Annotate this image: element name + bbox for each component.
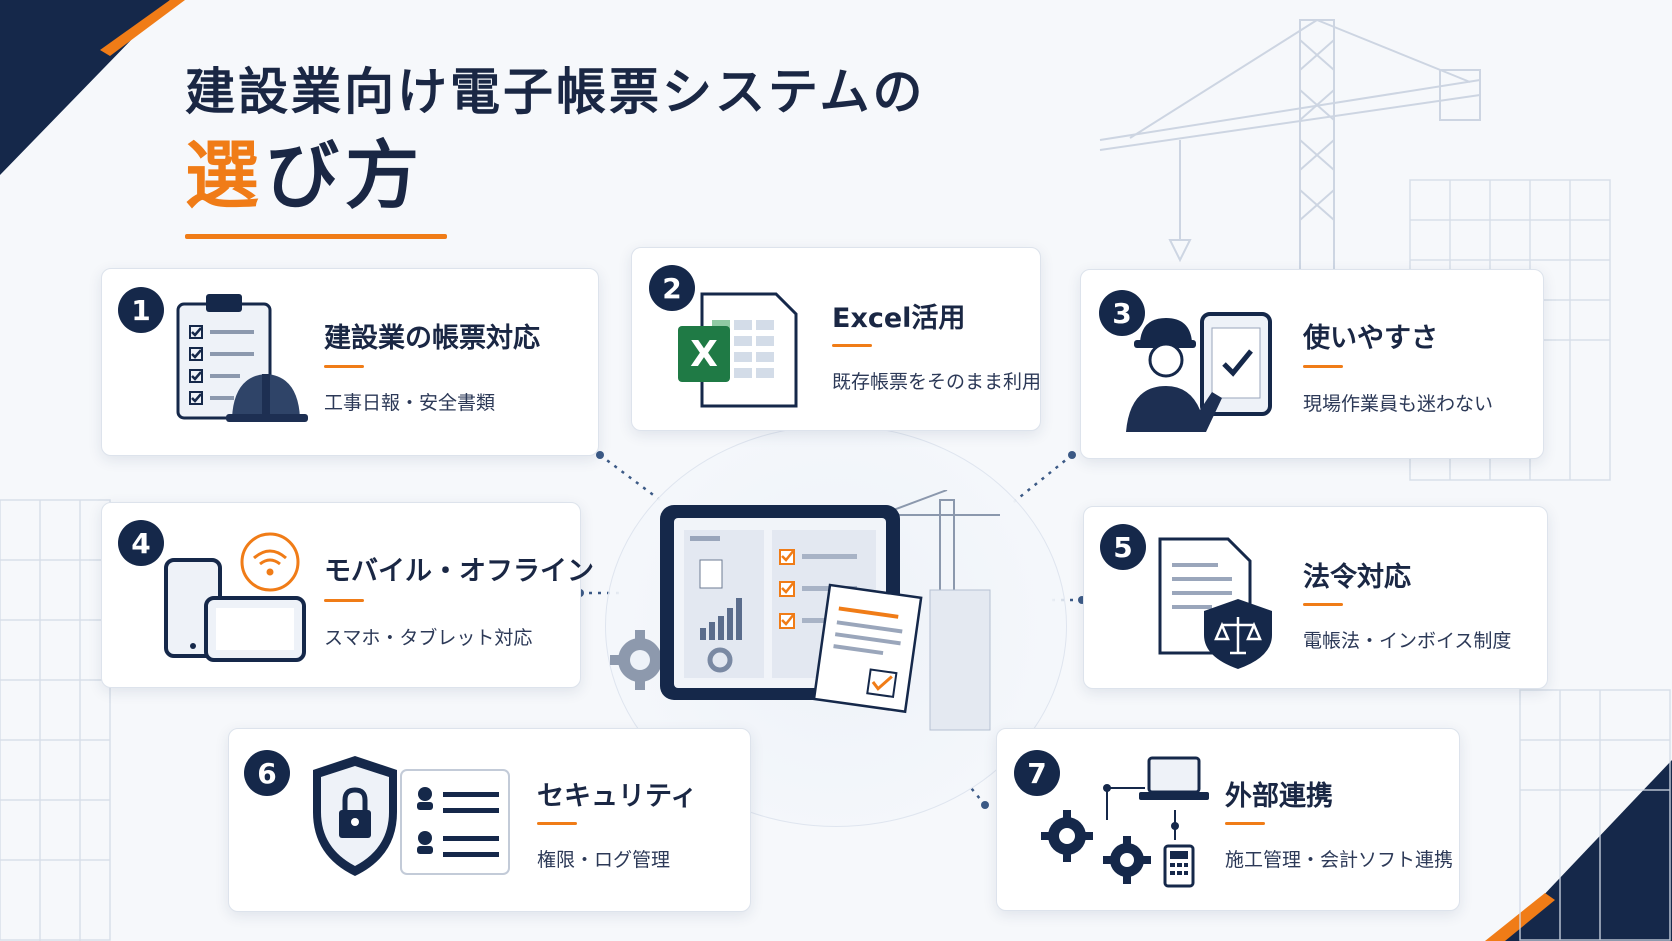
card-2-subtitle: 既存帳票をそのまま利用 bbox=[832, 371, 1042, 393]
card-7-subtitle: 施工管理・会計ソフト連携 bbox=[1225, 849, 1454, 871]
card-6-subtitle: 権限・ログ管理 bbox=[537, 849, 671, 871]
tablet-dashboard-icon bbox=[610, 490, 1000, 731]
card-4-subtitle: スマホ・タブレット対応 bbox=[324, 627, 533, 649]
card-1-divider bbox=[324, 365, 364, 368]
card-4-number: 4 bbox=[118, 520, 164, 566]
card-7-number: 7 bbox=[1014, 750, 1060, 796]
card-5-subtitle: 電帳法・インボイス制度 bbox=[1303, 630, 1512, 652]
document-scale-shield-icon bbox=[1158, 537, 1272, 669]
card-4-divider bbox=[324, 599, 364, 602]
card-6-divider bbox=[537, 822, 577, 825]
card-5-number: 5 bbox=[1100, 524, 1146, 570]
lock-shield-icon bbox=[313, 756, 510, 876]
card-6-number: 6 bbox=[244, 750, 290, 796]
card-3-subtitle: 現場作業員も迷わない bbox=[1303, 393, 1494, 415]
clipboard-helmet-icon bbox=[176, 294, 308, 422]
card-7-title: 外部連携 bbox=[1225, 781, 1333, 812]
title-rest: び方 bbox=[265, 133, 425, 219]
excel-x-letter: X bbox=[690, 334, 718, 375]
card-1-number: 1 bbox=[118, 287, 164, 333]
worker-tablet-icon bbox=[1126, 312, 1272, 432]
card-6-title: セキュリティ bbox=[537, 781, 698, 812]
title-line-1: 建設業向け電子帳票システムの bbox=[185, 63, 926, 121]
excel-sheet-icon: X bbox=[678, 292, 798, 408]
page-title: 建設業向け電子帳票システムの 選び方 bbox=[185, 52, 926, 217]
card-1-subtitle: 工事日報・安全書類 bbox=[324, 392, 496, 414]
card-4-title: モバイル・オフライン bbox=[324, 556, 594, 587]
card-7-divider bbox=[1225, 822, 1265, 825]
mobile-wifi-icon bbox=[164, 532, 306, 662]
card-3-number: 3 bbox=[1099, 290, 1145, 336]
card-3-title: 使いやすさ bbox=[1303, 323, 1438, 354]
card-5-divider bbox=[1303, 603, 1343, 606]
card-2-divider bbox=[832, 344, 872, 347]
card-2-number: 2 bbox=[649, 265, 695, 311]
card-2-title: Excel活用 bbox=[832, 303, 966, 334]
card-3-divider bbox=[1303, 365, 1343, 368]
title-line-2: 選び方 bbox=[185, 133, 926, 219]
gear-laptop-calculator-icon bbox=[1041, 756, 1209, 888]
card-5-title: 法令対応 bbox=[1303, 562, 1411, 593]
title-underline bbox=[185, 234, 447, 239]
title-highlight: 選 bbox=[185, 133, 265, 219]
card-1-title: 建設業の帳票対応 bbox=[324, 323, 540, 354]
